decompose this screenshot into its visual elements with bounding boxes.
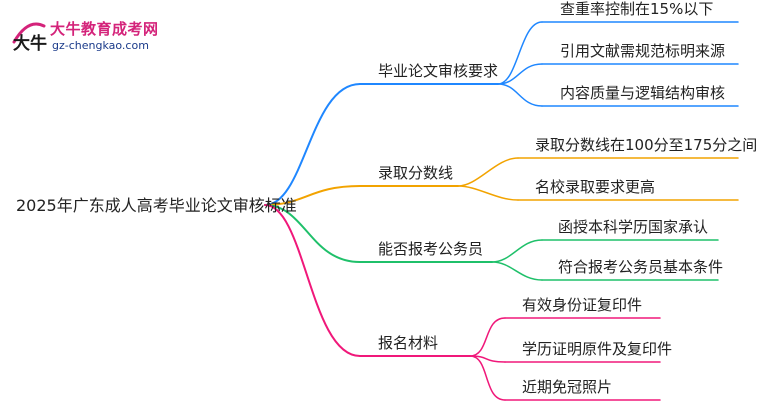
leaf-connector: [491, 261, 543, 281]
logo-url: gz-chengkao.com: [52, 39, 149, 52]
root-topic: 2025年广东成人高考毕业论文审核标准: [16, 196, 297, 215]
leaf-label: 内容质量与逻辑结构审核: [560, 84, 726, 102]
leaf-connector: [469, 317, 506, 357]
leaf-label: 函授本科学历国家承认: [558, 218, 709, 236]
branch-label: 能否报考公务员: [378, 240, 484, 258]
leaf-label: 近期免冠照片: [522, 378, 613, 396]
leaf-label: 有效身份证复印件: [522, 296, 643, 314]
leaf-connector: [497, 63, 543, 85]
brand-logo: 大牛 大牛教育成考网 gz-chengkao.com: [8, 14, 178, 56]
leaf-connector: [469, 355, 506, 401]
branch-connector: [264, 83, 361, 206]
logo-mark-text: 大牛: [13, 33, 47, 54]
logo-mark-icon: 大牛: [12, 22, 47, 54]
branch-connector: [264, 204, 361, 357]
leaf-label: 查重率控制在15%以下: [560, 0, 714, 18]
leaf-label: 符合报考公务员基本条件: [558, 258, 724, 276]
branch-connector: [264, 204, 361, 263]
branch-label: 报名材料: [378, 334, 439, 352]
leaf-label: 录取分数线在100分至175分之间: [535, 136, 757, 154]
leaf-connector: [497, 21, 543, 85]
leaf-connector: [497, 83, 543, 107]
logo-title: 大牛教育成考网: [50, 20, 159, 38]
leaf-connector: [457, 185, 519, 201]
leaf-connector: [457, 157, 519, 187]
branch-label: 录取分数线: [378, 164, 454, 182]
branch-connector: [264, 185, 361, 206]
leaf-label: 学历证明原件及复印件: [522, 340, 673, 358]
branch-label: 毕业论文审核要求: [378, 62, 499, 80]
leaf-connector: [491, 239, 543, 263]
leaf-label: 引用文献需规范标明来源: [560, 42, 726, 60]
leaf-label: 名校录取要求更高: [535, 178, 656, 196]
